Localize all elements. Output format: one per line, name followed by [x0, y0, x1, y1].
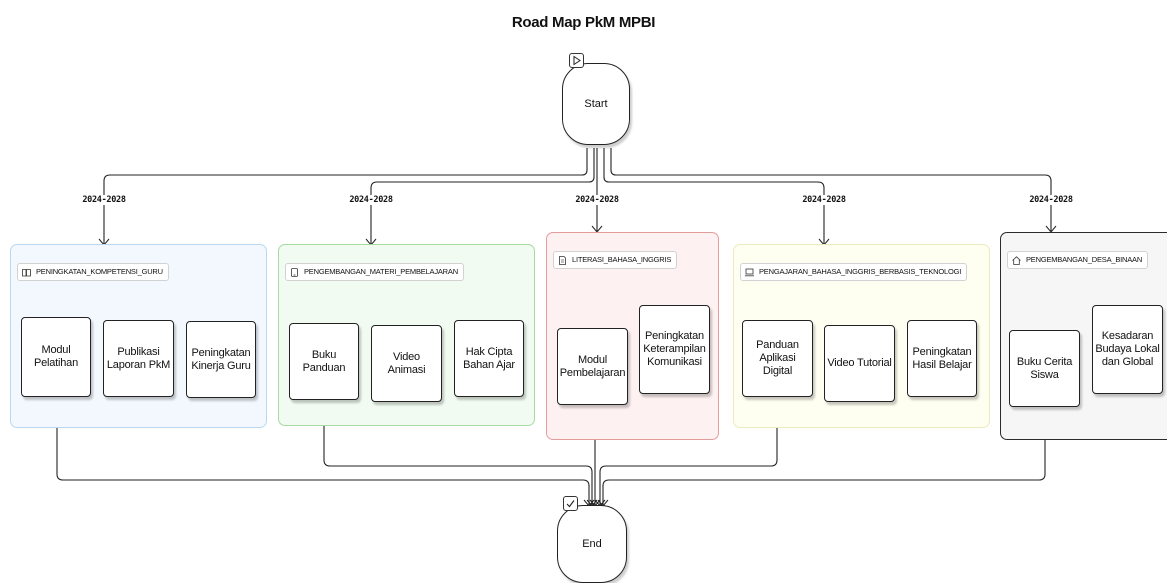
edge-label-5: 2024-2028: [1011, 195, 1091, 205]
document-icon: [558, 255, 567, 265]
edge-label-2: 2024-2028: [331, 195, 411, 205]
node-peningkatan-hasil-belajar[interactable]: Peningkatan Hasil Belajar: [907, 320, 977, 397]
house-icon: [1012, 255, 1021, 265]
edge-modul-pelatihan-to-end: [56, 398, 595, 507]
group-label: LITERASI_BAHASA_INGGRIS: [553, 251, 678, 269]
play-icon: [569, 53, 584, 68]
group-label: PENGEMBANGAN_MATERI_PEMBELAJARAN: [285, 263, 464, 281]
laptop-icon: [745, 267, 754, 277]
edge-start-to-group-4: [603, 148, 830, 246]
node-video-animasi[interactable]: Video Animasi: [371, 325, 442, 402]
edge-buku-cerita-to-end: [597, 407, 1046, 507]
edge-panduan-aplikasi-to-end: [594, 397, 778, 507]
tablet-icon: [290, 267, 299, 277]
node-hak-cipta-bahan-ajar[interactable]: Hak Cipta Bahan Ajar: [454, 320, 524, 397]
node-peningkatan-keterampilan-komunikasi[interactable]: Peningkatan Keterampilan Komunikasi: [639, 305, 710, 394]
node-kesadaran-budaya-lokal-dan-global[interactable]: Kesadaran Budaya Lokal dan Global: [1092, 305, 1163, 394]
group-label: PENINGKATAN_KOMPETENSI_GURU: [17, 263, 169, 281]
edge-start-to-group-1: [98, 148, 588, 246]
group-label: PENGAJARAN_BAHASA_INGGRIS_BERBASIS_TEKNO…: [740, 263, 968, 281]
node-video-tutorial[interactable]: Video Tutorial: [824, 325, 895, 402]
node-publikasi-laporan-pkm[interactable]: Publikasi Laporan PkM: [103, 320, 174, 397]
end-label: End: [582, 538, 602, 550]
start-label: Start: [584, 98, 608, 110]
edge-label-3: 2024-2028: [557, 195, 637, 205]
book-icon: [22, 267, 31, 277]
node-modul-pembelajaran[interactable]: Modul Pembelajaran: [557, 328, 628, 405]
edge-buku-panduan-to-end: [323, 400, 598, 507]
start-node[interactable]: Start: [562, 63, 630, 145]
edge-start-to-group-5: [610, 148, 1057, 233]
edge-start-to-group-2: [365, 148, 595, 246]
diagram-title: Road Map PkM MPBI: [511, 14, 656, 31]
end-node[interactable]: End: [557, 505, 627, 583]
node-peningkatan-kinerja-guru[interactable]: Peningkatan Kinerja Guru: [186, 321, 256, 398]
node-buku-panduan[interactable]: Buku Panduan: [289, 323, 359, 400]
edge-label-1: 2024-2028: [64, 195, 144, 205]
node-buku-cerita-siswa[interactable]: Buku Cerita Siswa: [1009, 330, 1080, 407]
check-icon: [563, 496, 578, 511]
edge-label-4: 2024-2028: [784, 195, 864, 205]
node-panduan-aplikasi-digital[interactable]: Panduan Aplikasi Digital: [742, 320, 813, 397]
group-label: PENGEMBANGAN_DESA_BINAAN: [1007, 251, 1149, 269]
node-modul-pelatihan[interactable]: Modul Pelatihan: [21, 317, 91, 397]
